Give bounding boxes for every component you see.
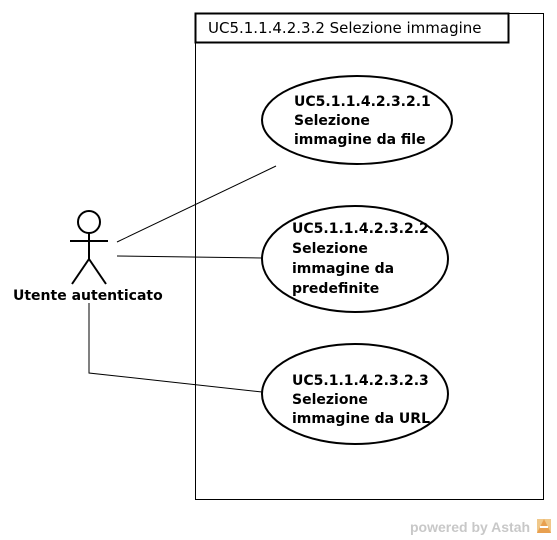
- use-case-uc3: [261, 343, 449, 445]
- use-case-uc1: [261, 75, 453, 165]
- use-case-uc2-line-2: Selezione: [292, 241, 368, 257]
- use-case-uc3-line-3: immagine da URL: [292, 411, 430, 427]
- association-uc2: [116, 255, 263, 259]
- astah-logo-icon: [537, 519, 551, 533]
- use-case-uc3-label: UC5.1.1.4.2.3.2.3 Selezione immagine da …: [292, 373, 434, 427]
- actor-label: Utente autenticato: [13, 288, 163, 304]
- use-case-uc1-line-2: Selezione: [294, 113, 370, 129]
- actor-icon: [70, 210, 108, 285]
- system-title: UC5.1.1.4.2.3.2 Selezione immagine: [208, 19, 482, 37]
- watermark-text: powered by Astah: [410, 519, 530, 535]
- use-case-uc1-line-3: immagine da file: [294, 132, 426, 148]
- use-case-uc3-line-1: UC5.1.1.4.2.3.2.3: [292, 373, 429, 389]
- use-case-uc2-line-1: UC5.1.1.4.2.3.2.2: [292, 221, 429, 237]
- association-uc1: [116, 165, 277, 243]
- association-uc3: [88, 303, 263, 393]
- system-title-box: [194, 12, 510, 44]
- use-case-uc1-label: UC5.1.1.4.2.3.2.1 Selezione immagine da …: [294, 94, 436, 148]
- use-case-uc3-line-2: Selezione: [292, 392, 368, 408]
- use-case-uc2: [261, 205, 449, 313]
- use-case-uc1-line-1: UC5.1.1.4.2.3.2.1: [294, 94, 431, 110]
- use-case-uc2-line-3: immagine da: [292, 261, 394, 277]
- use-case-uc2-line-4: predefinite: [292, 281, 379, 297]
- use-case-uc2-label: UC5.1.1.4.2.3.2.2 Selezione immagine da …: [292, 221, 434, 297]
